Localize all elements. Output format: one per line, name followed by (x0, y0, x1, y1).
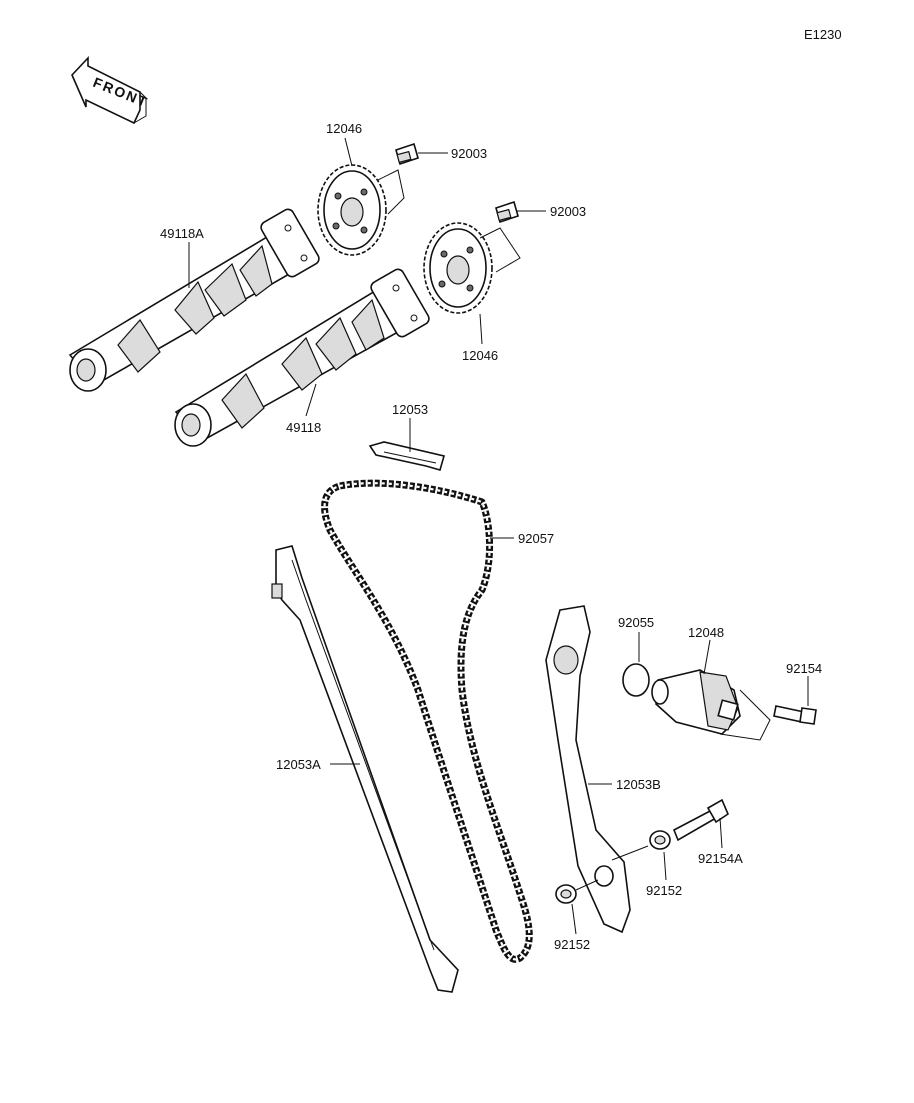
collar-upper[interactable] (649, 830, 671, 850)
label-collar-upper: 92152 (646, 883, 682, 898)
label-tensioner-bolt: 92154 (786, 661, 822, 676)
label-sprocket-lower: 12046 (462, 348, 498, 363)
o-ring[interactable] (622, 663, 650, 697)
label-camshaft-intake: 49118A (160, 226, 204, 241)
label-guide-left: 12053A (276, 757, 321, 772)
front-arrow-icon: FRONT (71, 55, 151, 125)
camshaft-sprocket-lower[interactable] (423, 222, 493, 314)
label-tensioner: 12048 (688, 625, 724, 640)
cam-chain[interactable] (321, 479, 533, 963)
sprocket-bolt-upper[interactable] (395, 142, 419, 166)
diagram-code: E1230 (804, 27, 842, 42)
label-guide-right: 12053B (616, 777, 661, 792)
sprocket-bolt-lower[interactable] (495, 200, 519, 224)
chain-guide-right[interactable] (545, 605, 631, 934)
chain-guide-top[interactable] (368, 441, 446, 471)
collar-lower[interactable] (555, 884, 577, 904)
camshaft-sprocket-upper[interactable] (317, 164, 387, 256)
camshaft-intake[interactable] (68, 207, 321, 392)
label-pivot-bolt: 92154A (698, 851, 743, 866)
label-cam-chain: 92057 (518, 531, 554, 546)
camshaft-intake-lobes (117, 244, 273, 373)
label-sprocket-upper: 12046 (326, 121, 362, 136)
leader-lines (188, 137, 809, 935)
label-collar-lower: 92152 (554, 937, 590, 952)
part-labels: 12046 92003 92003 12046 49118A 49118 120… (160, 121, 822, 952)
label-guide-top: 12053 (392, 402, 428, 417)
label-o-ring: 92055 (618, 615, 654, 630)
label-bolt-lower: 92003 (550, 204, 586, 219)
guide-pivot-bolt[interactable] (672, 798, 729, 842)
label-bolt-upper: 92003 (451, 146, 487, 161)
label-camshaft-exhaust: 49118 (286, 420, 321, 435)
camshaft-exhaust-lobes (221, 298, 385, 429)
chain-tensioner[interactable] (651, 669, 771, 741)
chain-guide-left[interactable] (271, 545, 459, 993)
camshaft-exhaust[interactable] (174, 267, 431, 447)
tensioner-bolt[interactable] (773, 705, 817, 725)
